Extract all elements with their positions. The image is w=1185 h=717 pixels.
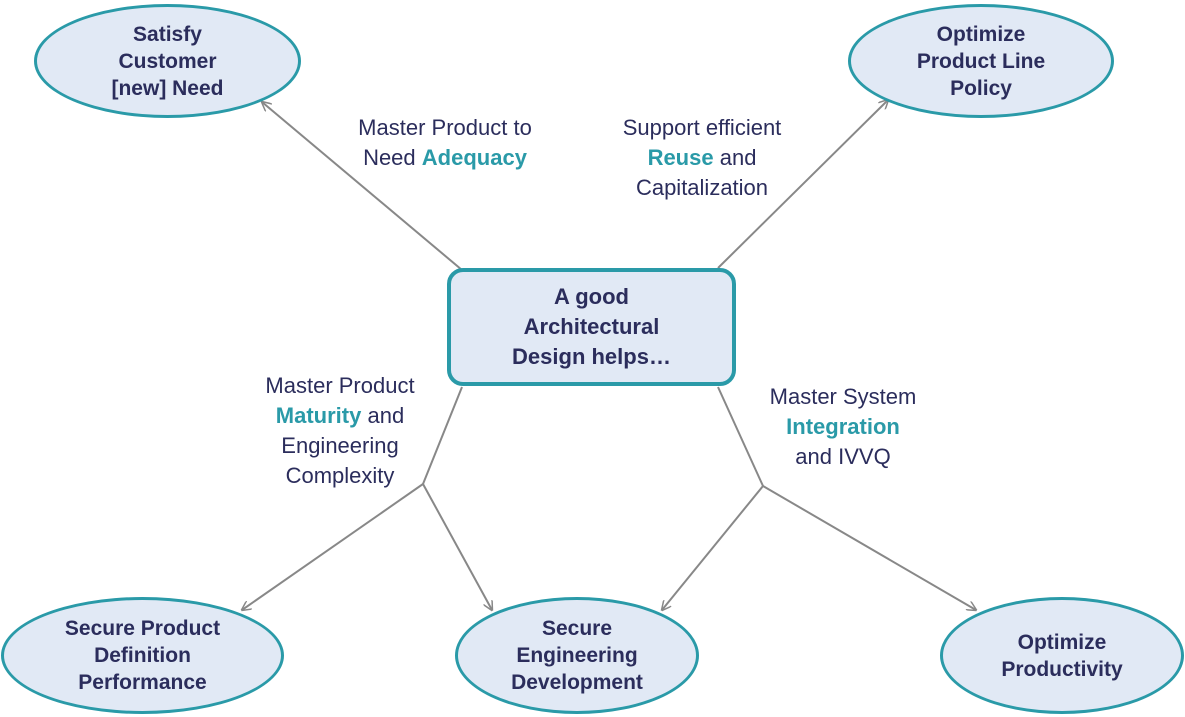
node-optimize-productivity-label: Optimize Productivity [1001,630,1123,681]
label-reuse: Support efficient Reuse and Capitalizati… [592,113,812,203]
label-integration-line2: Integration [743,412,943,442]
label-maturity: Master Product Maturity and Engineering … [240,371,440,491]
node-optimize-productivity: Optimize Productivity [940,597,1184,714]
label-maturity-keyword: Maturity [275,403,362,428]
label-adequacy-line2: Need Adequacy [328,143,562,173]
central-node: A good Architectural Design helps… [447,268,736,386]
label-reuse-keyword: Reuse [647,145,714,170]
label-adequacy-line1: Master Product to [358,115,532,140]
node-optimize-product-line-label: Optimize Product Line Policy [916,22,1046,100]
label-maturity-line3: Engineering [281,433,399,458]
label-adequacy: Master Product to Need Adequacy [328,113,562,173]
arrow-to-satisfy [262,102,463,271]
label-maturity-line2-suffix: and [361,403,405,428]
arrow-to-optimize-line [717,100,888,269]
label-integration: Master System Integration and IVVQ [743,382,943,472]
line-to-right-junction [717,386,764,487]
node-satisfy-customer-label: Satisfy Customer [new] Need [111,22,224,100]
label-integration-line1: Master System [769,384,917,409]
arrow-to-secure-engineering-right [662,485,764,610]
node-secure-product-definition: Secure Product Definition Performance [1,597,284,714]
central-node-label: A good Architectural Design helps… [512,284,671,369]
line-to-left-junction [422,386,463,485]
label-maturity-line1: Master Product [265,373,415,398]
label-reuse-line3: Capitalization [635,175,769,200]
arrow-to-secure-product [242,483,424,610]
node-secure-engineering-development-label: Secure Engineering Development [511,617,643,694]
label-adequacy-line2-prefix: Need [363,145,422,170]
label-reuse-line1: Support efficient [622,115,782,140]
label-reuse-line2-suffix: and [713,145,757,170]
label-reuse-line2: Reuse and [592,143,812,173]
label-adequacy-keyword: Adequacy [421,145,527,170]
label-integration-keyword: Integration [786,414,900,439]
node-secure-product-definition-label: Secure Product Definition Performance [64,617,221,694]
node-secure-engineering-development: Secure Engineering Development [455,597,699,714]
arrow-to-optimize-productivity [762,485,976,610]
label-integration-line3: and IVVQ [795,444,891,469]
label-maturity-line4: Complexity [285,463,395,488]
arrow-to-secure-engineering-left [422,483,492,610]
label-maturity-line2: Maturity and [240,401,440,431]
node-optimize-product-line: Optimize Product Line Policy [848,4,1114,118]
node-satisfy-customer: Satisfy Customer [new] Need [34,4,301,118]
